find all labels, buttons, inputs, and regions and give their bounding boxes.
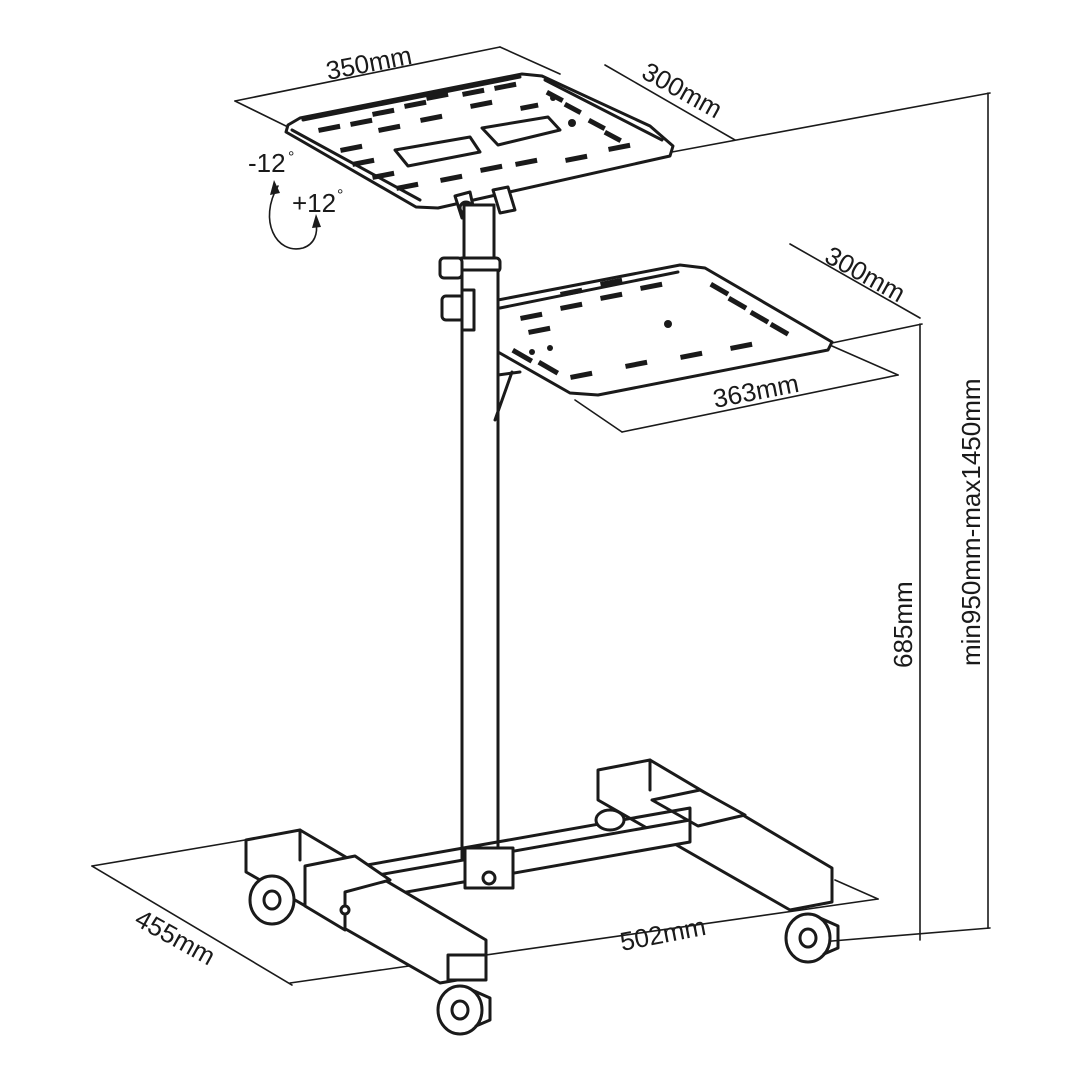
height-knob xyxy=(438,256,464,280)
top-tray-rim-back xyxy=(301,75,522,122)
dim-total-height-ext-top xyxy=(671,92,991,153)
dim-top-width-ext-left xyxy=(234,100,291,129)
dim-top-depth-line xyxy=(604,64,736,141)
lower-tray-support-strut xyxy=(493,370,514,422)
caster-back-right xyxy=(594,808,626,832)
dim-top-width-ext-right xyxy=(499,46,561,75)
base-cross-beam-top xyxy=(348,806,692,870)
lower-tray-plate xyxy=(496,263,834,397)
label-lower-tray-depth: 300mm xyxy=(820,240,910,308)
shelf-clamp xyxy=(460,288,476,332)
pole-outer-tube xyxy=(460,268,500,862)
caster-front-right xyxy=(784,912,840,964)
dim-lower-width-ext-left xyxy=(574,399,623,433)
top-tray-cable-hole-left xyxy=(393,135,482,168)
base-left-leg-cap xyxy=(446,953,488,982)
label-tilt-minus: -12 xyxy=(248,148,286,178)
dim-lower-width-line xyxy=(621,374,899,433)
label-tilt-minus-degree: ° xyxy=(288,149,294,166)
top-tray xyxy=(284,72,675,220)
base-right-sleeve xyxy=(650,788,747,828)
top-tray-slots xyxy=(318,81,631,191)
label-tilt-plus: +12 xyxy=(292,188,336,218)
label-tilt-plus-degree: ° xyxy=(337,187,343,204)
label-base-depth: 455mm xyxy=(130,903,220,971)
tilt-bracket-right xyxy=(491,185,517,215)
tilt-arc xyxy=(268,185,318,250)
label-base-width: 502mm xyxy=(617,911,708,957)
top-tray-rim-right xyxy=(543,78,664,142)
dim-base-depth-line xyxy=(91,865,293,986)
label-lower-tray-width: 363mm xyxy=(710,368,801,414)
dim-lower-depth-line xyxy=(789,243,921,319)
label-top-tray-depth: 300mm xyxy=(637,56,727,124)
top-tray-cable-hole-right xyxy=(480,115,562,147)
caster-front-left xyxy=(436,984,492,1036)
center-pole xyxy=(438,203,502,862)
dim-lower-width-ext-right xyxy=(831,345,899,376)
lower-tray-support-top xyxy=(496,370,522,377)
dimension-lines xyxy=(91,46,991,986)
pole-base-bolt xyxy=(481,870,497,886)
dim-base-width-ext-right xyxy=(834,879,879,900)
pole-inner-tube xyxy=(462,203,496,265)
label-total-height-range: min950mm-max1450mm xyxy=(956,378,986,666)
tilt-arrow-head-down xyxy=(312,214,321,228)
caster-back-left xyxy=(248,874,296,926)
label-lower-tray-height: 685mm xyxy=(888,581,918,668)
base xyxy=(244,758,840,1036)
base-left-sleeve xyxy=(303,854,392,932)
dim-top-width-line xyxy=(234,46,501,102)
top-tray-plate xyxy=(284,72,675,210)
label-top-tray-width: 350mm xyxy=(323,40,414,86)
dim-floor-ext xyxy=(819,927,991,943)
dim-base-width-line xyxy=(289,898,879,984)
base-left-bolt xyxy=(339,904,351,916)
dim-base-depth-ext-top xyxy=(91,839,246,867)
tilt-arrow-head-up xyxy=(270,180,280,195)
lower-tray-slots xyxy=(511,277,790,380)
lower-tray-rim-back xyxy=(498,270,680,310)
lower-tray xyxy=(493,263,834,422)
dim-lower-height-ext-top xyxy=(831,323,923,344)
